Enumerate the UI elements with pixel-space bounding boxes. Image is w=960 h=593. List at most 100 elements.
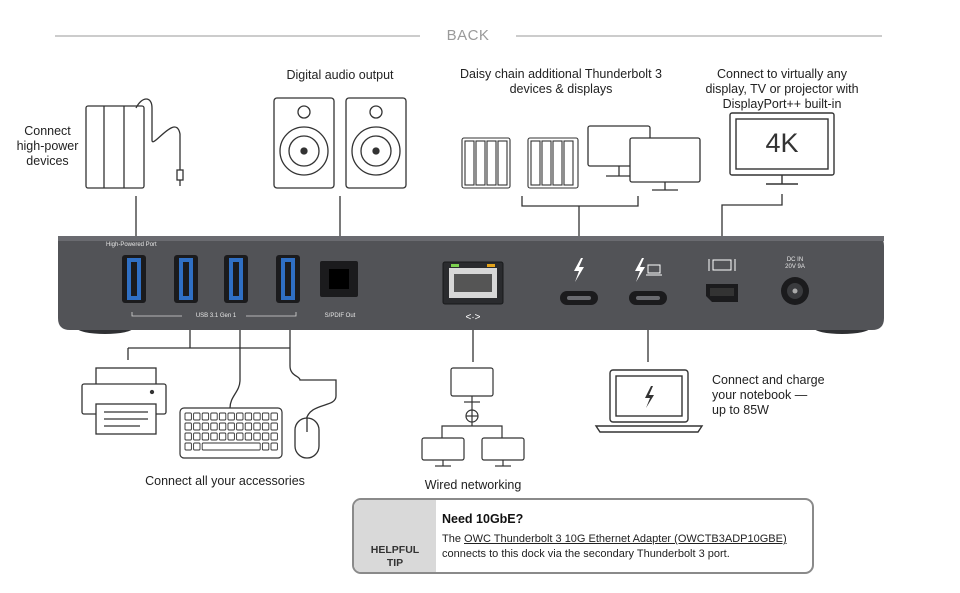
port-label-spdif: S/PDIF Out: [324, 313, 356, 319]
section-title: BACK: [420, 27, 516, 44]
dc-in-port[interactable]: [781, 277, 809, 305]
network-diagram-icon: [421, 367, 525, 467]
callout-notebook-line2: your notebook —: [712, 388, 808, 402]
helpful-tip-body-prefix: The: [442, 533, 465, 545]
thunderbolt-icon: [574, 258, 584, 282]
usb-port-4[interactable]: [276, 255, 300, 303]
port-label-dc-in: DC IN: [786, 257, 804, 263]
keyboard-key: [236, 432, 244, 441]
callout-daisy-chain-line2: devices & displays: [509, 82, 613, 96]
keyboard-key: [261, 432, 270, 441]
displayport-icon: [708, 259, 736, 271]
helpful-tip-body-suffix: connects to this dock via the secondary …: [442, 548, 730, 560]
keyboard-key: [244, 422, 253, 431]
keyboard-key: [201, 412, 210, 421]
keyboard-spacebar: [201, 442, 261, 451]
callout-accessories: Connect all your accessories: [145, 474, 305, 488]
hard-drive-icon: [85, 98, 184, 189]
keyboard-key: [227, 412, 235, 421]
usb-port-1[interactable]: [122, 255, 146, 303]
keyboard-key: [193, 432, 201, 441]
keyboard-key: [236, 422, 244, 431]
keyboard-key: [270, 442, 278, 451]
display-4k-label: 4K: [765, 128, 799, 158]
callout-display-line1: Connect to virtually any: [717, 67, 847, 81]
keyboard-key: [244, 432, 253, 441]
callout-high-power-line3: devices: [26, 154, 69, 168]
port-label-usb: USB 3.1 Gen 1: [195, 313, 237, 319]
callout-wired-networking: Wired networking: [424, 478, 522, 492]
keyboard-key: [253, 422, 261, 431]
helpful-tip-badge-line1: HELPFUL: [370, 544, 420, 556]
keyboard-key: [184, 432, 192, 441]
keyboard-key: [193, 412, 201, 421]
helpful-tip-box: HELPFUL TIP Need 10GbE? The OWC Thunderb…: [352, 498, 814, 574]
keyboard-key: [270, 412, 278, 421]
keyboard-key: [218, 412, 227, 421]
callout-notebook-line3: up to 85W: [712, 403, 769, 417]
callout-high-power-line1: Connect: [24, 124, 71, 138]
callout-notebook-line1: Connect and charge: [712, 373, 825, 387]
keyboard-key: [236, 412, 244, 421]
callout-display-line3: DisplayPort++ built-in: [722, 97, 842, 111]
keyboard-key: [193, 422, 201, 431]
callout-display-line2: display, TV or projector with: [705, 82, 859, 96]
keyboard-key: [261, 412, 270, 421]
keyboard-key: [201, 432, 210, 441]
speaker-left-icon: [273, 97, 335, 189]
helpful-tip-badge: [354, 500, 436, 572]
keyboard-key: [210, 422, 218, 431]
drive-array-icon: [461, 137, 579, 189]
helpful-tip-heading: Need 10GbE?: [442, 512, 524, 526]
keyboard-key: [244, 412, 253, 421]
usb-port-3[interactable]: [224, 255, 248, 303]
port-label-dc-rating: 20V 9A: [785, 264, 805, 270]
connector-lines: [127, 194, 783, 421]
port-label-high-power: High-Powered Port: [106, 242, 157, 248]
thunderbolt-laptop-icon: [635, 258, 662, 282]
keyboard-key: [227, 422, 235, 431]
keyboard-key: [210, 432, 218, 441]
keyboard-key: [270, 432, 278, 441]
keyboard-key: [253, 432, 261, 441]
adapter-product-link[interactable]: OWC Thunderbolt 3 10G Ethernet Adapter (…: [464, 533, 787, 545]
4k-display-icon: [729, 112, 835, 185]
helpful-tip-body: The OWC Thunderbolt 3 10G Ethernet Adapt…: [442, 532, 812, 562]
keyboard-key: [218, 432, 227, 441]
keyboard-key: [218, 422, 227, 431]
keyboard-key: [270, 422, 278, 431]
keyboard-key: [210, 412, 218, 421]
keyboard-key: [184, 422, 192, 431]
callout-digital-audio: Digital audio output: [286, 68, 394, 82]
keyboard-key: [253, 412, 261, 421]
keyboard-key: [261, 422, 270, 431]
helpful-tip-badge-line2: TIP: [386, 557, 404, 569]
keyboard-key: [201, 422, 210, 431]
mini-displayport-port[interactable]: [706, 284, 738, 302]
printer-icon: [81, 367, 167, 435]
helpful-tip-badge-label: HELPFUL TIP: [354, 544, 436, 570]
callout-daisy-chain-line1: Daisy chain additional Thunderbolt 3: [460, 67, 662, 81]
keyboard-keys: [184, 412, 278, 451]
callout-notebook: Connect and charge your notebook — up to…: [712, 373, 842, 418]
usb-group-bracket: [131, 312, 297, 317]
keyboard-key: [193, 442, 201, 451]
monitor-icon: [587, 125, 701, 191]
spdif-port[interactable]: [320, 261, 358, 297]
callout-high-power-line2: high-power: [16, 139, 79, 153]
laptop-icon: [594, 369, 704, 433]
thunderbolt-port-1[interactable]: [560, 291, 598, 305]
callout-high-power: Connect high-power devices: [10, 124, 85, 169]
keyboard-key: [184, 412, 192, 421]
thunderbolt-port-2[interactable]: [629, 291, 667, 305]
callout-daisy-chain: Daisy chain additional Thunderbolt 3 dev…: [460, 67, 662, 97]
usb-port-2[interactable]: [174, 255, 198, 303]
keyboard-key: [261, 442, 270, 451]
keyboard-key: [184, 442, 192, 451]
ethernet-port[interactable]: <·>: [442, 261, 504, 323]
callout-display: Connect to virtually any display, TV or …: [692, 67, 872, 112]
keyboard-key: [227, 432, 235, 441]
mouse-icon: [294, 417, 320, 459]
